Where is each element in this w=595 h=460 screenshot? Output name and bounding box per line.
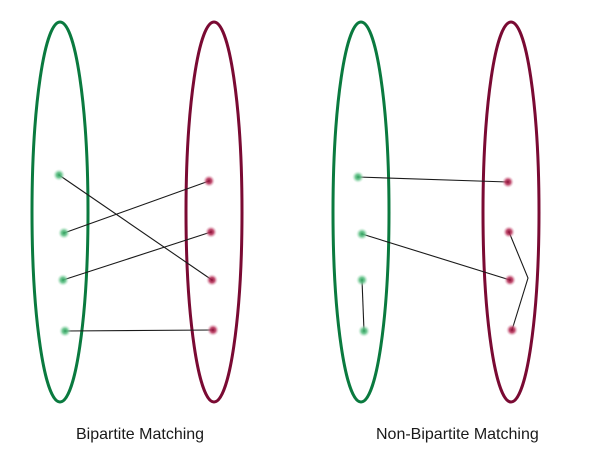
matching-edge (361, 233, 511, 281)
left-node (356, 228, 368, 240)
left-node (58, 227, 70, 239)
left-set-ellipse (30, 20, 90, 404)
left-set-ellipse (331, 20, 391, 404)
left-node (57, 274, 69, 286)
left-node (59, 325, 71, 337)
right-node (207, 324, 219, 336)
bipartite-caption: Bipartite Matching (76, 426, 205, 443)
right-node (203, 175, 215, 187)
matching-edge (63, 180, 210, 234)
right-node (206, 274, 218, 286)
left-node (53, 169, 65, 181)
non-bipartite-caption: Non-Bipartite Matching (376, 426, 539, 443)
left-node (352, 171, 364, 183)
matching-edge (357, 176, 509, 183)
left-node (356, 274, 368, 286)
right-node (205, 226, 217, 238)
edges (357, 176, 529, 332)
bipartite-graph (30, 20, 244, 404)
left-node (358, 325, 370, 337)
right-set-ellipse (481, 20, 541, 404)
right-node (503, 226, 515, 238)
right-node (502, 176, 514, 188)
right-set-ellipse (184, 20, 244, 404)
right-node (506, 324, 518, 336)
non-bipartite-graph (331, 20, 541, 404)
right-node (504, 274, 516, 286)
right-nodes (502, 176, 518, 336)
left-nodes (352, 171, 370, 337)
right-nodes (203, 175, 219, 336)
matching-edge (508, 231, 529, 331)
matching-edge (64, 329, 214, 332)
matching-edge (361, 279, 365, 332)
edges (58, 174, 214, 332)
left-nodes (53, 169, 71, 337)
matching-diagram (30, 20, 541, 404)
matching-edge (58, 174, 213, 281)
matching-edge (62, 231, 212, 281)
